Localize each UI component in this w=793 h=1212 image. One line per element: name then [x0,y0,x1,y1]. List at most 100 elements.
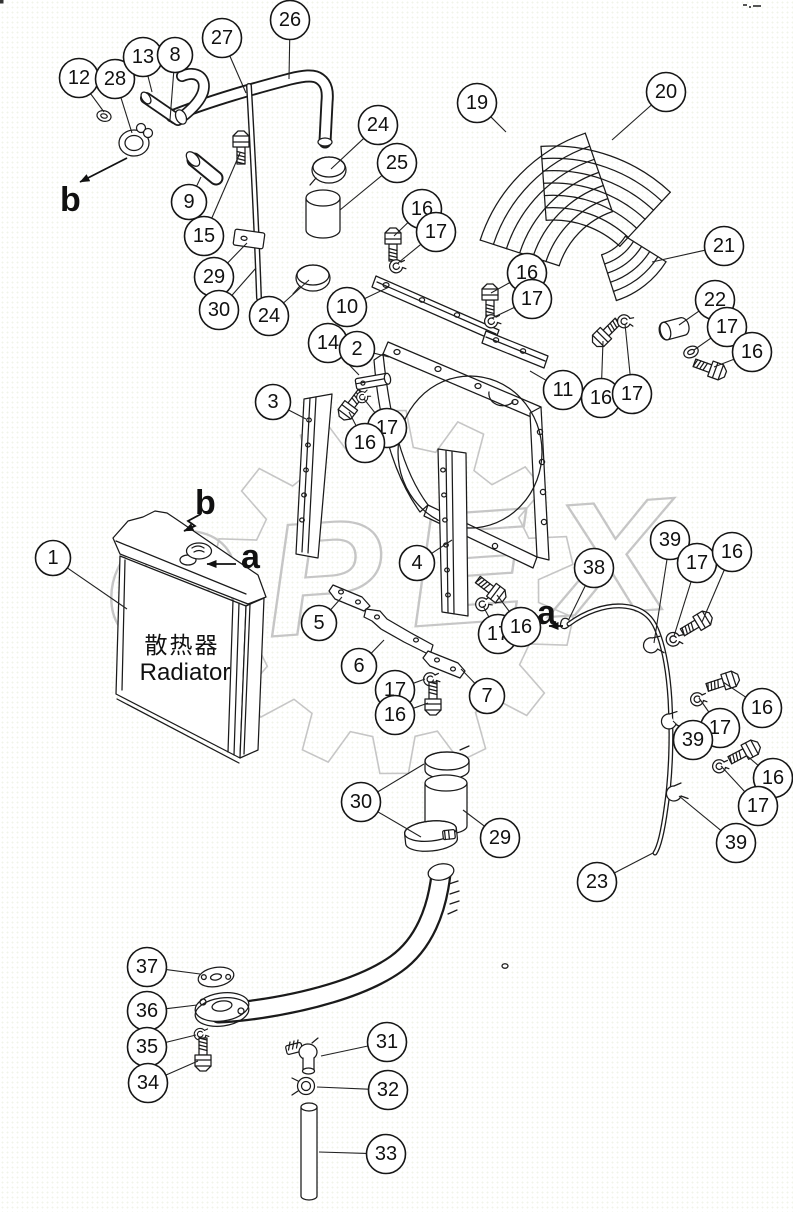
view-arrow-b-1 [183,513,202,532]
bracket-7 [422,650,466,679]
svg-text:17: 17 [716,316,738,338]
callout-16: 16 [374,694,429,736]
callout-31: 31 [320,1021,408,1063]
svg-text:10: 10 [336,296,358,318]
svg-text:35: 35 [136,1036,158,1058]
drain-cock-31 [285,1037,319,1075]
svg-text:17: 17 [521,288,543,310]
callout-12: 12 [58,57,105,113]
callout-15: 15 [183,152,241,257]
radiator-label-cn: 散热器 [145,632,220,658]
callout-24: 24 [330,104,399,170]
svg-text:19: 19 [466,92,488,114]
clamp-28 [118,122,154,157]
svg-text:39: 39 [725,832,747,854]
svg-text:22: 22 [704,289,726,311]
callout-38: 38 [568,547,615,620]
callout-30: 30 [198,267,257,331]
hose-25 [305,189,341,239]
upper-rail-10 [371,275,500,342]
callout-39: 39 [672,719,714,761]
callout-28: 28 [94,58,136,134]
callout-16: 16 [701,531,753,623]
clamp-30-upper [424,745,470,780]
svg-text:17: 17 [747,795,769,817]
callout-24: 24 [248,279,310,337]
svg-text:39: 39 [659,529,681,551]
seal-strip-3 [295,393,333,559]
washer-17-ring [681,343,701,361]
svg-text:32: 32 [377,1079,399,1101]
view-label-b-1: b [195,484,216,522]
svg-text:39: 39 [682,729,704,751]
callout-20: 20 [611,71,687,141]
callout-32: 32 [316,1069,409,1111]
clip-14 [354,372,392,391]
svg-text:29: 29 [203,266,225,288]
svg-text:23: 23 [586,871,608,893]
svg-text:13: 13 [132,46,154,68]
bolt-16b [481,283,499,318]
callout-23: 23 [576,852,654,903]
callout-16: 16 [496,594,542,648]
svg-text:6: 6 [353,655,364,677]
upper-rail-11 [481,330,549,369]
clamp-32 [291,1076,316,1096]
washer-17a [388,259,407,274]
callout-16: 16 [713,331,773,373]
svg-text:24: 24 [258,305,280,327]
svg-text:12: 12 [68,67,90,89]
thin-pipe [246,83,262,301]
callout-35: 35 [126,1026,197,1068]
svg-text:29: 29 [489,827,511,849]
svg-text:8: 8 [169,44,180,66]
svg-text:5: 5 [313,612,324,634]
svg-text:16: 16 [510,616,532,638]
callout-29: 29 [462,809,521,859]
svg-text:9: 9 [183,191,194,213]
callout-30: 30 [340,763,425,838]
svg-text:1: 1 [47,547,58,569]
svg-text:37: 37 [136,956,158,978]
callout-39: 39 [678,795,757,864]
svg-text:17: 17 [425,221,447,243]
svg-text:17: 17 [621,383,643,405]
view-label-b-0: b [60,181,81,219]
svg-text:25: 25 [386,152,408,174]
callout-2: 2 [338,330,390,368]
callout-16: 16 [344,411,386,464]
callout-17: 17 [693,306,748,351]
callout-8: 8 [156,36,194,121]
bolt-16-right [691,354,729,383]
svg-text:34: 34 [137,1072,159,1094]
callout-19: 19 [456,82,507,133]
callout-5: 5 [300,596,343,642]
svg-text:33: 33 [375,1143,397,1165]
svg-text:15: 15 [193,225,215,247]
drain-tube-33 [300,1102,318,1201]
callout-17: 17 [491,278,553,320]
callout-33: 33 [318,1133,407,1175]
bolt-16a [384,227,402,262]
clamp-plate-29 [232,228,266,250]
callout-11: 11 [529,369,584,411]
svg-text:16: 16 [590,387,612,409]
callout-7: 7 [460,668,506,715]
clamp-30-lower [403,820,459,852]
bolt-34 [194,1037,212,1072]
svg-text:16: 16 [721,541,743,563]
overflow-tube [559,603,674,856]
svg-text:2: 2 [351,338,362,360]
callout-1: 1 [34,539,128,610]
svg-text:36: 36 [136,1000,158,1022]
svg-text:27: 27 [211,27,233,49]
svg-text:21: 21 [713,235,735,257]
svg-text:17: 17 [709,717,731,739]
callout-34: 34 [127,1060,199,1104]
radiator [112,510,267,764]
callout-6: 6 [340,639,385,685]
svg-text:31: 31 [376,1031,398,1053]
svg-text:16: 16 [741,341,763,363]
svg-text:26: 26 [279,9,301,31]
